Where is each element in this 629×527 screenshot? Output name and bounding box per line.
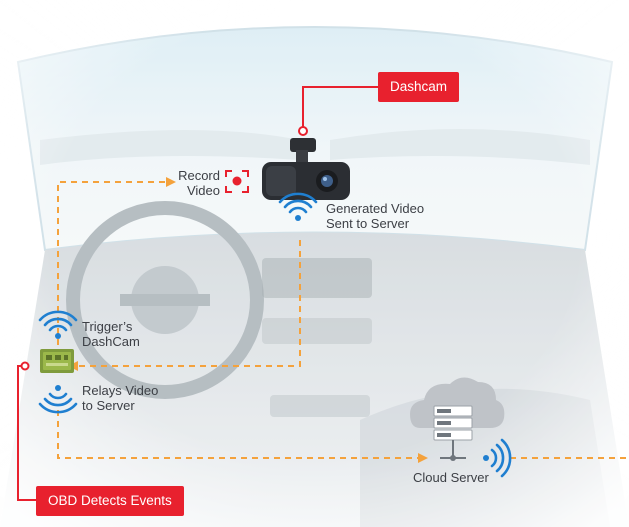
triggers-line-1: Trigger’s [82,319,133,334]
record-video-line-1: Record [178,168,220,183]
generated-video-line-2: Sent to Server [326,216,410,231]
flow-lines [57,181,629,459]
flow-camera-to-relay [76,240,301,367]
wifi-icon [483,438,512,478]
triggers-line-2: DashCam [82,334,140,349]
dashcam-icon [262,138,350,200]
arrow-to-record [166,177,176,187]
generated-video-label: Generated Video Sent to Server [326,201,424,231]
obd-detects-tag: OBD Detects Events [36,486,184,516]
dashcam-callout-line [302,86,378,128]
obd-callout-line [17,365,36,501]
dashcam-tag: Dashcam [378,72,460,102]
dashcam-callout-dot [298,126,308,136]
record-target-icon [225,170,249,193]
obd-device-icon [40,349,74,373]
relays-video-label: Relays Video to Server [82,383,158,413]
arrow-to-cloud [418,453,428,463]
obd-callout-dot [20,361,30,371]
record-video-label: Record Video [170,168,220,198]
wifi-icon [38,310,78,339]
triggers-dashcam-label: Trigger’s DashCam [82,319,140,349]
flow-obd-to-record [57,181,168,345]
relays-line-2: to Server [82,398,135,413]
flow-relay-to-cloud [57,410,418,459]
cloud-server-label: Cloud Server [413,470,489,485]
wifi-icon [38,385,78,414]
callout-lines [17,86,378,501]
wifi-icon [278,192,318,221]
cloud-server-icon [410,377,505,461]
relays-line-1: Relays Video [82,383,159,398]
generated-video-line-1: Generated Video [326,201,425,216]
record-video-line-2: Video [186,183,220,198]
